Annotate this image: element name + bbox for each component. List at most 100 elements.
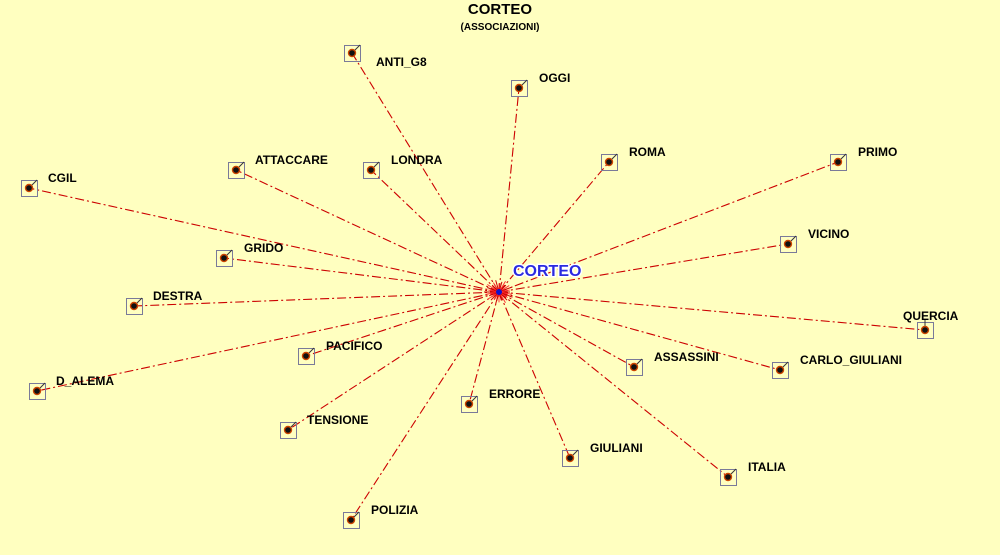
node-box bbox=[343, 512, 360, 529]
node-primo[interactable]: PRIMO bbox=[830, 145, 898, 171]
edge-grido bbox=[223, 257, 500, 293]
node-label: QUERCIA bbox=[903, 309, 959, 323]
node-assassini[interactable]: ASSASSINI bbox=[626, 350, 719, 376]
node-roma[interactable]: ROMA bbox=[601, 145, 666, 171]
node-label: OGGI bbox=[539, 71, 570, 85]
node-label: D_ALEMA bbox=[56, 374, 114, 388]
node-oggi[interactable]: OGGI bbox=[511, 71, 571, 97]
node-box bbox=[780, 236, 797, 253]
node-d-alema[interactable]: D_ALEMA bbox=[29, 374, 115, 400]
node-dot bbox=[567, 455, 573, 461]
node-label: POLIZIA bbox=[371, 503, 419, 517]
node-label: PACIFICO bbox=[326, 339, 382, 353]
node-dot bbox=[777, 367, 783, 373]
node-label: CARLO_GIULIANI bbox=[800, 353, 902, 367]
node-label: VICINO bbox=[808, 227, 849, 241]
node-label: ANTI_G8 bbox=[376, 55, 427, 69]
edge-quercia bbox=[498, 291, 926, 331]
node-dot bbox=[349, 50, 355, 56]
node-dot bbox=[285, 427, 291, 433]
node-label: TENSIONE bbox=[307, 413, 368, 427]
node-giuliani[interactable]: GIULIANI bbox=[562, 441, 643, 467]
node-box bbox=[298, 348, 315, 365]
node-box bbox=[344, 45, 361, 62]
node-label: GIULIANI bbox=[590, 441, 643, 455]
diagram-title: CORTEO bbox=[467, 1, 533, 18]
node-dot bbox=[922, 327, 928, 333]
node-dot bbox=[34, 388, 40, 394]
edge-oggi bbox=[498, 87, 520, 293]
node-label: GRIDO bbox=[244, 241, 283, 255]
node-label: ERRORE bbox=[489, 387, 540, 401]
edge-londra bbox=[370, 169, 500, 293]
node-dot bbox=[26, 185, 32, 191]
edge-roma bbox=[498, 161, 610, 293]
node-box bbox=[21, 180, 38, 197]
edge-primo bbox=[498, 161, 839, 293]
node-box bbox=[216, 250, 233, 267]
node-dot bbox=[233, 167, 239, 173]
node-londra[interactable]: LONDRA bbox=[363, 153, 443, 179]
node-box bbox=[228, 162, 245, 179]
node-attaccare[interactable]: ATTACCARE bbox=[228, 153, 328, 179]
edge-italia bbox=[498, 291, 729, 478]
node-label: ASSASSINI bbox=[654, 350, 719, 364]
node-dot bbox=[606, 159, 612, 165]
node-dot bbox=[725, 474, 731, 480]
edge-cgil bbox=[28, 187, 500, 293]
node-label: ITALIA bbox=[748, 460, 786, 474]
edge-giuliani bbox=[498, 291, 571, 459]
node-dot bbox=[516, 85, 522, 91]
node-dot bbox=[368, 167, 374, 173]
node-dot bbox=[131, 303, 137, 309]
edge-carlo-giuliani bbox=[498, 291, 781, 371]
node-label: LONDRA bbox=[391, 153, 443, 167]
node-dot bbox=[348, 517, 354, 523]
node-box bbox=[626, 359, 643, 376]
node-italia[interactable]: ITALIA bbox=[720, 460, 787, 486]
node-grido[interactable]: GRIDO bbox=[216, 241, 284, 267]
node-box bbox=[720, 469, 737, 486]
node-dot bbox=[785, 241, 791, 247]
node-box bbox=[461, 396, 478, 413]
node-anti-g8[interactable]: ANTI_G8 bbox=[344, 44, 428, 69]
edge-vicino bbox=[498, 243, 789, 293]
node-label: ROMA bbox=[629, 145, 666, 159]
node-carlo-giuliani[interactable]: CARLO_GIULIANI bbox=[772, 353, 903, 379]
node-tensione[interactable]: TENSIONE bbox=[280, 413, 369, 439]
edge-attaccare bbox=[235, 169, 500, 293]
node-box bbox=[363, 162, 380, 179]
node-errore[interactable]: ERRORE bbox=[461, 387, 541, 413]
edge-errore bbox=[468, 291, 500, 405]
node-box bbox=[126, 298, 143, 315]
node-dot bbox=[835, 159, 841, 165]
node-box bbox=[29, 383, 46, 400]
node-cgil[interactable]: CGIL bbox=[21, 171, 77, 197]
edge-anti-g8 bbox=[351, 52, 500, 293]
node-label: CGIL bbox=[48, 171, 77, 185]
node-pacifico[interactable]: PACIFICO bbox=[298, 339, 383, 365]
center-node: CORTEO bbox=[496, 262, 583, 295]
center-dot bbox=[496, 289, 502, 295]
edge-layer bbox=[28, 52, 926, 521]
center-label: CORTEO bbox=[513, 263, 581, 280]
node-quercia[interactable]: QUERCIA bbox=[903, 309, 959, 339]
edge-d-alema bbox=[36, 291, 500, 392]
node-vicino[interactable]: VICINO bbox=[780, 227, 850, 253]
node-box bbox=[280, 422, 297, 439]
node-dot bbox=[466, 401, 472, 407]
node-destra[interactable]: DESTRA bbox=[126, 289, 203, 315]
node-box bbox=[830, 154, 847, 171]
edge-polizia bbox=[350, 291, 500, 521]
edge-destra bbox=[133, 291, 500, 307]
diagram-subtitle: (ASSOCIAZIONI) bbox=[460, 22, 540, 33]
node-box bbox=[562, 450, 579, 467]
edge-assassini bbox=[498, 291, 635, 368]
node-label: DESTRA bbox=[153, 289, 203, 303]
node-box bbox=[511, 80, 528, 97]
node-polizia[interactable]: POLIZIA bbox=[343, 503, 419, 529]
node-box bbox=[772, 362, 789, 379]
edge-tensione bbox=[287, 291, 500, 431]
